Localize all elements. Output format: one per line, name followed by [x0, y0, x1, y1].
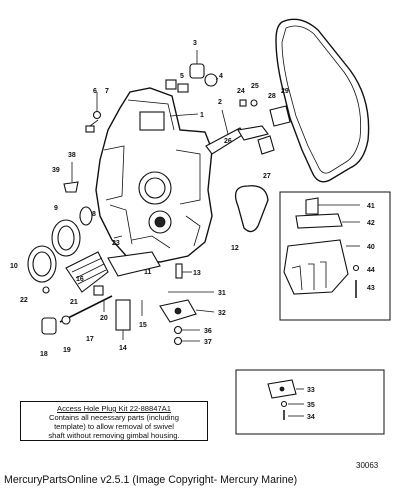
callout-24: 24	[237, 88, 245, 95]
gasket-30	[275, 18, 370, 183]
callout-36: 36	[204, 328, 212, 335]
callout-8: 8	[92, 211, 96, 218]
inset-box-lower	[235, 369, 385, 435]
figure-number: 30063	[356, 461, 379, 470]
callout-32: 32	[218, 310, 226, 317]
callout-7: 7	[105, 88, 109, 95]
callout-2: 2	[218, 99, 222, 106]
callout-1: 1	[200, 112, 204, 119]
clip-12	[234, 185, 269, 233]
access-hole-plug-kit-note: Access Hole Plug Kit 22-88847A1 Contains…	[20, 401, 208, 441]
pin-13	[175, 263, 183, 279]
callout-16: 16	[76, 276, 84, 283]
callout-13: 13	[193, 270, 201, 277]
callout-29: 29	[281, 88, 289, 95]
callout-10: 10	[10, 263, 18, 270]
callout-35: 35	[307, 402, 315, 409]
gimbal-housing	[95, 87, 213, 263]
callout-27: 27	[263, 173, 271, 180]
callout-44: 44	[367, 267, 375, 274]
callout-40: 40	[367, 244, 375, 251]
kit-note-line-1: Contains all necessary parts (including	[48, 413, 179, 422]
callout-31: 31	[218, 290, 226, 297]
callout-12: 12	[231, 245, 239, 252]
callout-28: 28	[268, 93, 276, 100]
copyright-footer: MercuryPartsOnline v2.5.1 (Image Copyrig…	[4, 474, 298, 486]
callout-6: 6	[93, 88, 97, 95]
callout-21: 21	[70, 299, 78, 306]
spacer-14	[115, 299, 131, 331]
callout-5: 5	[180, 73, 184, 80]
callout-11: 11	[144, 269, 152, 276]
callout-3: 3	[193, 40, 197, 47]
callout-37: 37	[204, 339, 212, 346]
bushing-5	[165, 79, 177, 90]
seal-8	[79, 206, 93, 226]
callout-14: 14	[119, 345, 127, 352]
callout-4: 4	[219, 73, 223, 80]
callout-33: 33	[307, 387, 315, 394]
callout-41: 41	[367, 203, 375, 210]
callout-17: 17	[86, 336, 94, 343]
callout-9: 9	[54, 205, 58, 212]
callout-34: 34	[307, 414, 315, 421]
callout-15: 15	[139, 322, 147, 329]
callout-22: 22	[20, 297, 28, 304]
elbow-27	[257, 135, 275, 155]
callout-26: 26	[224, 138, 232, 145]
callout-43: 43	[367, 285, 375, 292]
plug-18	[41, 317, 57, 335]
callout-39: 39	[52, 167, 60, 174]
cover-28	[269, 105, 291, 127]
kit-note-line-3: shaft without removing gimbal housing.	[48, 431, 180, 440]
kit-note-line-2: template) to allow removal of swivel	[54, 422, 174, 431]
callout-38: 38	[68, 152, 76, 159]
callout-23: 23	[112, 240, 120, 247]
cap-3	[189, 63, 205, 79]
seal-4	[204, 73, 218, 87]
callout-18: 18	[40, 351, 48, 358]
callout-42: 42	[367, 220, 375, 227]
kit-note-title: Access Hole Plug Kit 22-88847A1	[57, 404, 171, 413]
callout-19: 19	[63, 347, 71, 354]
callout-20: 20	[100, 315, 108, 322]
bellows-boot	[65, 251, 109, 293]
plate-40	[283, 239, 349, 295]
callout-25: 25	[251, 83, 259, 90]
